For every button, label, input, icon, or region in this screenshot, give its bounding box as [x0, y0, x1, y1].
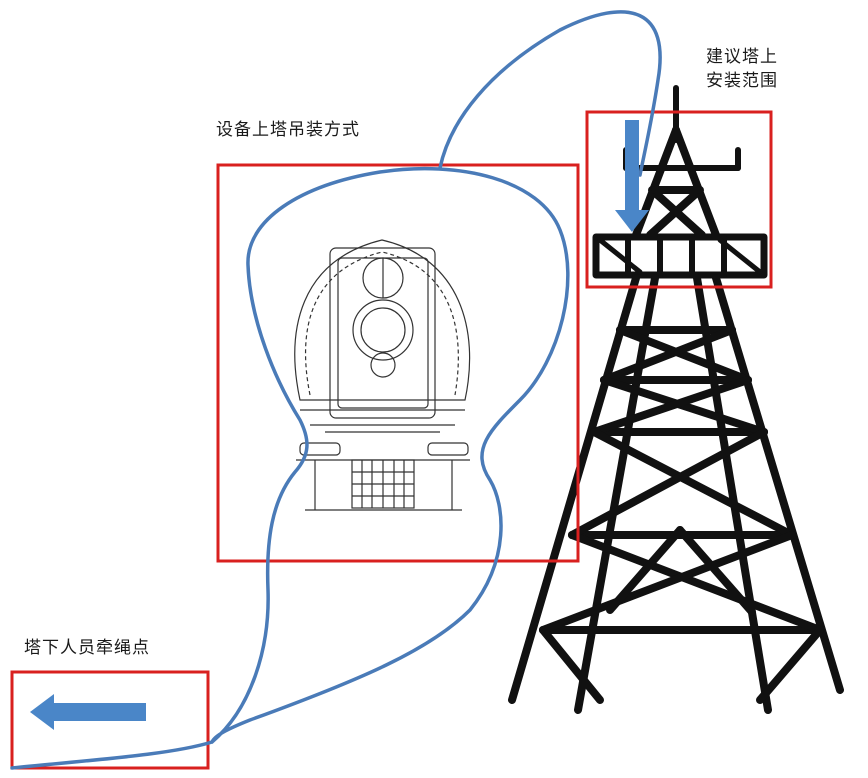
- hoist-rope-upper: [438, 10, 662, 177]
- tower-install-range-box: [585, 110, 773, 289]
- ground-rope-point-box: [10, 670, 210, 770]
- install-method-box: [216, 163, 580, 563]
- tower-install-range-line2: 安装范围: [706, 71, 778, 91]
- ground-rope-point-label: 塔下人员牵绳点: [24, 638, 150, 658]
- pull-direction-arrow-left-icon: [30, 694, 146, 730]
- device-drawing: [294, 239, 471, 511]
- lift-direction-arrow-down-icon: [615, 120, 649, 232]
- lattice-tower: [508, 85, 844, 714]
- hoist-rope: [10, 166, 570, 770]
- tower-install-range-label: 建议塔上 安装范围: [706, 45, 778, 93]
- install-method-label: 设备上塔吊装方式: [216, 120, 360, 140]
- tower-install-range-line1: 建议塔上: [706, 47, 778, 67]
